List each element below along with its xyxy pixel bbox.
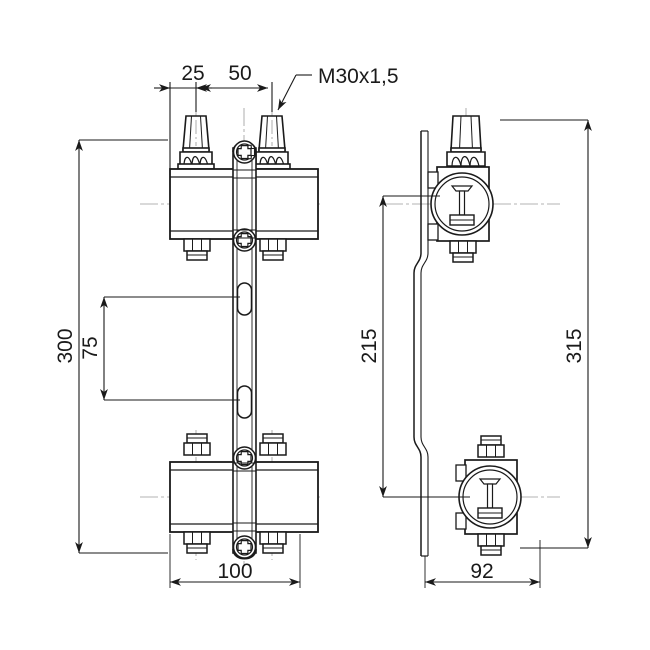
thread-callout-leader (277, 74, 312, 111)
dimension-label-25: 25 (181, 62, 204, 85)
thread-callout-label: M30x1,5 (318, 65, 399, 88)
dimension-92 (424, 540, 541, 588)
side-outlet-fitting-bottom (477, 533, 505, 556)
dimension-label-100: 100 (217, 560, 252, 583)
dimension-label-215: 215 (358, 328, 381, 363)
side-view-bottom-assembly (455, 435, 522, 556)
outlet-fitting-bottom-right (259, 531, 287, 554)
dimension-label-300: 300 (54, 328, 77, 363)
inlet-fitting-bottom-left (183, 433, 211, 456)
bracket-screw-top-2 (232, 228, 257, 252)
side-view-top-assembly (427, 115, 494, 263)
dimension-215 (379, 195, 470, 498)
side-outlet-fitting-top (449, 240, 477, 263)
dimension-75 (100, 296, 240, 401)
dimension-label-92: 92 (470, 560, 493, 583)
manifold-body-top-left (169, 168, 243, 240)
valve-collar-top-left (177, 151, 215, 170)
valve-knob-top-right (258, 115, 286, 153)
manifold-body-bottom-left (169, 461, 243, 533)
dimension-lines (75, 74, 592, 588)
front-view-top-manifold (169, 115, 319, 261)
bracket-slot-lower (236, 385, 253, 419)
front-view-bottom-manifold (169, 433, 319, 554)
manifold-body-bottom-right (245, 461, 319, 533)
manifold-body-top-right (245, 168, 319, 240)
bracket-slot-upper (236, 282, 253, 316)
valve-collar-top-right (253, 151, 291, 170)
dimension-315 (500, 119, 592, 549)
bracket-screw-bottom-2 (232, 535, 257, 559)
bracket-screw-top-1 (232, 140, 257, 164)
outlet-fitting-top-left (183, 238, 211, 261)
valve-knob-top-left (182, 115, 210, 153)
side-manifold-housing-top (427, 166, 494, 242)
inlet-fitting-bottom-right (259, 433, 287, 456)
side-inlet-fitting-bottom (477, 435, 505, 458)
dimension-label-50: 50 (228, 62, 251, 85)
dimension-100 (169, 534, 301, 588)
bracket-screw-bottom-1 (232, 446, 257, 470)
front-view-center-bracket (232, 140, 257, 560)
side-view-wall-bracket (413, 130, 429, 557)
dimension-label-315: 315 (563, 328, 586, 363)
outlet-fitting-top-right (259, 238, 287, 261)
side-valve-knob-top (446, 115, 486, 167)
dimension-label-75: 75 (79, 336, 102, 359)
outlet-fitting-bottom-left (183, 531, 211, 554)
dimension-300 (75, 139, 168, 554)
